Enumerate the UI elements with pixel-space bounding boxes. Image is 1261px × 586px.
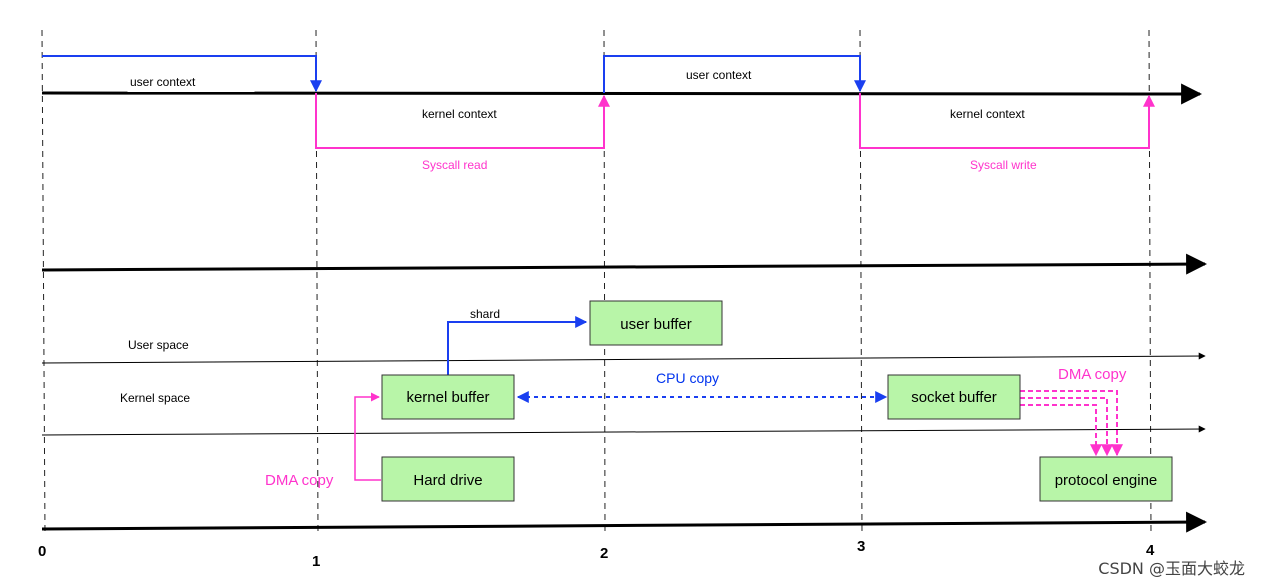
time-marker-2 (603, 29, 606, 536)
shard-label: shard (470, 307, 500, 321)
tick-label-0: 0 (38, 543, 46, 560)
user-space-label: User space (128, 338, 189, 352)
time-markers (41, 29, 1152, 536)
hard-drive-box: Hard drive (381, 456, 515, 502)
time-marker-3 (859, 29, 863, 536)
tick-label-1: 1 (312, 553, 320, 570)
user-buffer-label: user buffer (620, 316, 691, 333)
tick-label-2: 2 (600, 545, 608, 562)
socket-buffer-label: socket buffer (911, 389, 997, 406)
user-context-signal-1 (42, 55, 322, 93)
user-context-signal-2 (603, 55, 866, 93)
cpu-copy-label: CPU copy (656, 370, 719, 386)
context-axis (41, 83, 1203, 105)
user-space-boundary (41, 352, 1206, 364)
user-context-label-2: user context (686, 68, 752, 82)
shard-arrow (447, 316, 588, 375)
dma-copy-left-arrow (354, 392, 381, 481)
time-marker-4 (1148, 29, 1152, 536)
kernel-space-boundary (41, 425, 1206, 436)
dma-copy-right-label: DMA copy (1058, 366, 1127, 383)
watermark: CSDN @玉面大蛟龙 (1098, 559, 1245, 578)
dma-copy-left-label: DMA copy (265, 472, 334, 489)
time-marker-1 (315, 29, 319, 536)
kernel-context-label-2: kernel context (950, 107, 1025, 121)
kernel-space-label: Kernel space (120, 391, 190, 405)
syscall-write-signal (859, 93, 1155, 149)
kernel-context-label-1: kernel context (422, 107, 497, 121)
middle-axis (41, 253, 1208, 275)
tick-label-4: 4 (1146, 542, 1155, 559)
protocol-engine-box: protocol engine (1039, 456, 1173, 502)
time-marker-0 (41, 29, 46, 536)
dma-copy-right-arrows (1020, 390, 1123, 457)
syscall-read-signal (315, 93, 610, 149)
user-buffer-box: user buffer (589, 300, 723, 346)
user-context-label-1: user context (130, 75, 196, 89)
syscall-read-label: Syscall read (422, 158, 487, 172)
kernel-buffer-box: kernel buffer (381, 374, 515, 420)
protocol-engine-label: protocol engine (1055, 472, 1158, 489)
syscall-write-label: Syscall write (970, 158, 1037, 172)
socket-buffer-box: socket buffer (887, 374, 1021, 420)
bottom-time-axis (41, 511, 1208, 533)
tick-label-3: 3 (857, 538, 865, 555)
kernel-buffer-label: kernel buffer (406, 389, 489, 406)
hard-drive-label: Hard drive (413, 472, 482, 489)
